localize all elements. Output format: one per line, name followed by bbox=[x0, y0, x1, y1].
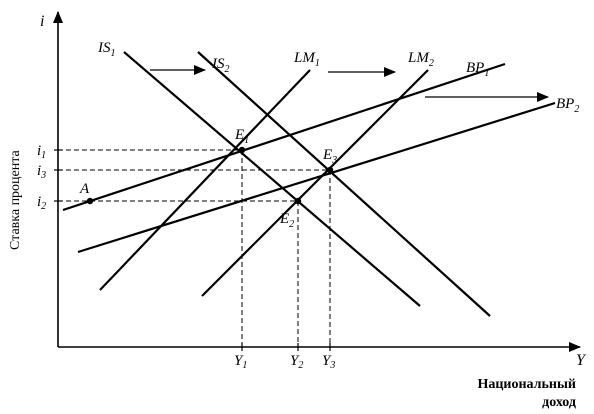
is1-curve bbox=[123, 51, 421, 307]
label-y2: Y2 bbox=[290, 353, 303, 371]
label-i2: i2 bbox=[37, 194, 46, 212]
label-lm2: LM2 bbox=[407, 50, 434, 69]
label-bp2: BP2 bbox=[556, 96, 579, 115]
label-i1: i1 bbox=[37, 143, 46, 161]
x-axis-symbol: Y bbox=[576, 352, 587, 369]
label-a: A bbox=[79, 181, 90, 197]
label-is2: IS2 bbox=[211, 56, 230, 75]
bp1-curve bbox=[62, 62, 506, 212]
point-e2 bbox=[294, 197, 302, 205]
dashed-guides bbox=[58, 149, 331, 347]
label-y3: Y3 bbox=[322, 353, 335, 371]
lm1-curve bbox=[99, 69, 311, 291]
label-y1: Y1 bbox=[234, 353, 247, 371]
label-e3: E3 bbox=[322, 147, 337, 166]
label-e1: E1 bbox=[234, 127, 249, 146]
axis-ticks bbox=[54, 149, 331, 351]
label-e2: E2 bbox=[279, 211, 294, 230]
lm2-curve bbox=[201, 69, 429, 297]
y-axis-symbol: i bbox=[40, 13, 44, 30]
bp2-curve bbox=[77, 101, 556, 254]
y-axis-caption: Ставка процента bbox=[8, 149, 23, 250]
x-axis-caption-line2: доход bbox=[542, 395, 576, 410]
label-is1: IS1 bbox=[97, 40, 116, 59]
label-lm1: LM1 bbox=[293, 50, 320, 69]
x-axis-caption-line1: Национальный bbox=[477, 377, 576, 392]
label-bp1: BP1 bbox=[466, 60, 489, 79]
label-i3: i3 bbox=[37, 163, 46, 181]
point-a bbox=[86, 197, 94, 205]
is2-curve bbox=[197, 51, 491, 317]
point-e1 bbox=[238, 146, 246, 154]
point-e3 bbox=[326, 166, 334, 174]
